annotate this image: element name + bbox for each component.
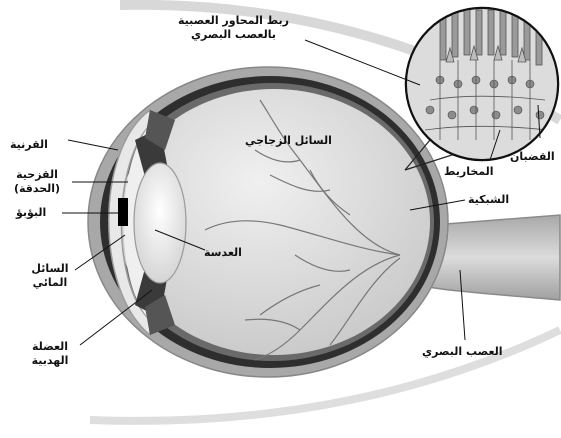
label-cornea: القرنية [10,138,48,152]
label-lens: العدسة [204,246,242,260]
label-aqueous-humor: السائل المائي [24,262,76,290]
label-retina: الشبكية [468,193,509,207]
label-optic-connection: ربط المحاور العصبية بالعصب البصري [156,14,311,42]
label-ciliary-muscle: العضلة الهدبية [22,340,78,368]
label-optic-nerve: العصب البصري [422,345,503,359]
lens-shape [134,163,186,283]
label-vitreous-humor: السائل الزجاجي [245,134,332,148]
magnified-retina-cells [400,5,561,165]
pupil-shape [118,198,128,226]
label-rods: القضبان [510,150,555,164]
label-iris: القزحية (الحدقة) [6,168,68,196]
label-pupil: البؤبؤ [16,206,46,220]
label-cones: المخاريط [444,165,494,179]
